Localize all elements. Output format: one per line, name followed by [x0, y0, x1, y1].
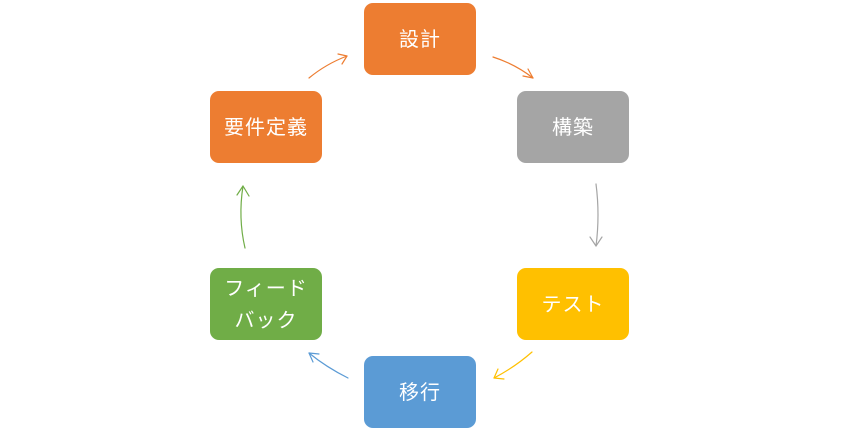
- process-node-requirements: 要件定義: [210, 91, 322, 163]
- process-node-test: テスト: [517, 268, 629, 340]
- arrow-build-to-test: [589, 183, 603, 247]
- node-label-migrate: 移行: [399, 380, 441, 404]
- arrow-feedback-to-require: [236, 185, 250, 249]
- node-label-test: テスト: [541, 292, 605, 316]
- process-node-design: 設計: [364, 3, 476, 75]
- process-node-migrate: 移行: [364, 356, 476, 428]
- arrow-require-to-design: [308, 53, 348, 79]
- process-node-feedback: フィード バック: [210, 268, 322, 340]
- process-node-build: 構築: [517, 91, 629, 163]
- node-label-requirements: 要件定義: [224, 115, 308, 139]
- node-label-design: 設計: [399, 27, 441, 51]
- arrow-migrate-to-feedback: [308, 352, 349, 379]
- arrow-design-to-build: [492, 56, 534, 79]
- node-label-feedback: フィード バック: [224, 276, 308, 332]
- arrow-test-to-migrate: [493, 351, 533, 380]
- node-label-build: 構築: [552, 115, 594, 139]
